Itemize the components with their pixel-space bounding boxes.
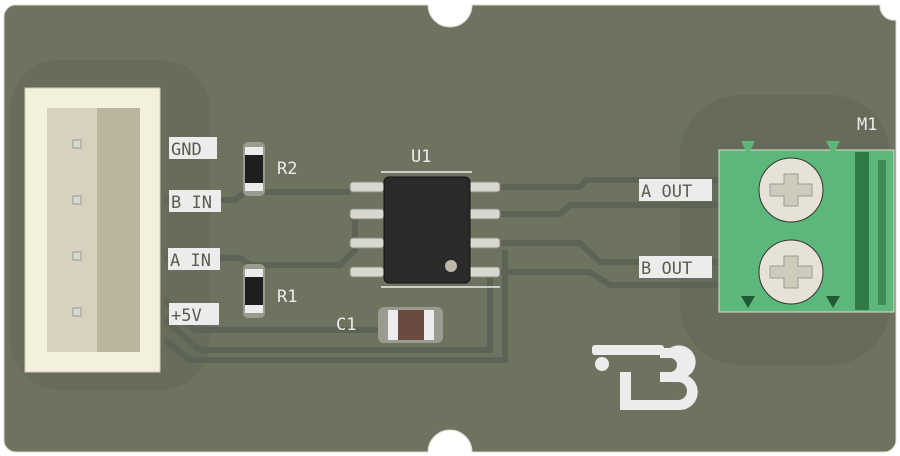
label-a-out: A OUT [641,182,692,202]
label-gnd: GND [171,140,202,160]
ref-r2: R2 [277,159,297,179]
ref-u1: U1 [411,147,431,167]
connector-labels: GND B IN A IN +5V [168,137,221,326]
label-b-in: B IN [171,193,212,213]
screw-icon [758,157,824,223]
jst-connector [24,87,161,373]
label-b-out: B OUT [641,259,692,279]
label-a-in: A IN [170,251,211,271]
screw-icon [758,239,824,305]
tb-logo [592,345,698,410]
capacitor-c1 [378,307,443,343]
resistor-r2 [243,142,265,196]
traces [162,177,720,363]
ref-m1: M1 [857,115,877,135]
ic-u1 [349,176,501,284]
terminal-block-m1 [718,141,895,313]
ref-c1: C1 [336,315,356,335]
ref-r1: R1 [277,287,297,307]
resistor-r1 [243,264,265,318]
label-5v: +5V [171,306,202,326]
